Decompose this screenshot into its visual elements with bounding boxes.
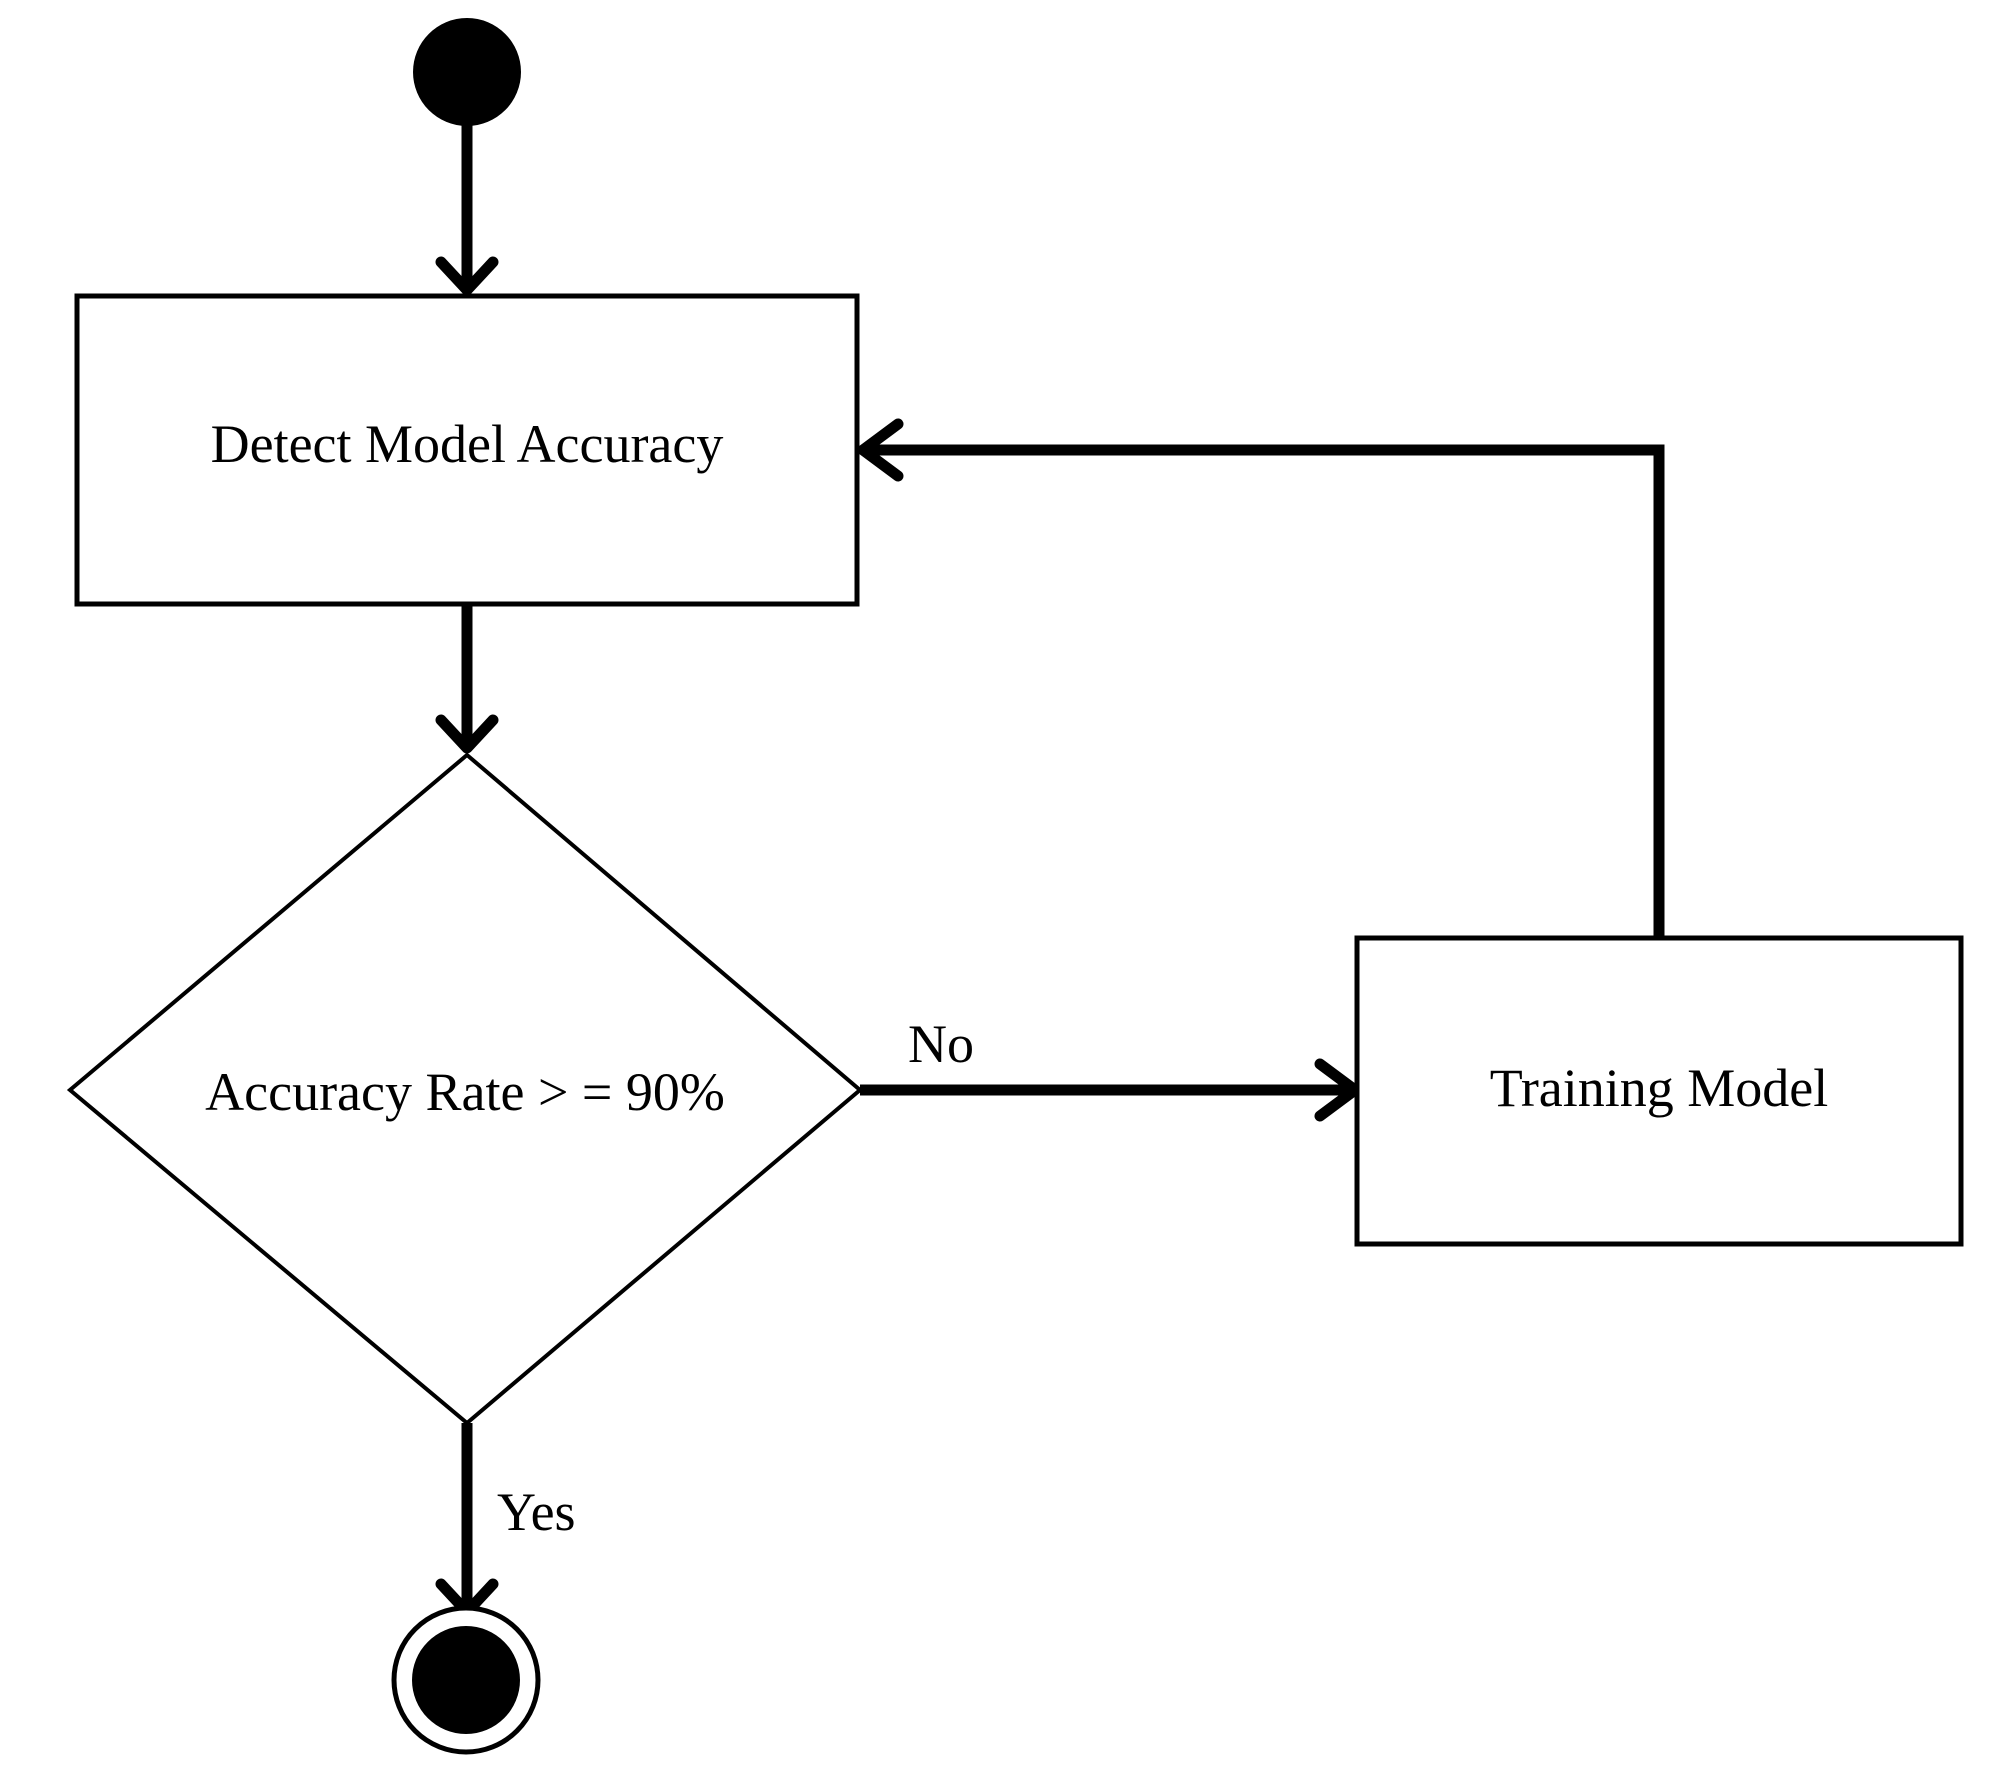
initial-node <box>413 18 521 126</box>
edge-decision-to-training: No <box>860 1014 1361 1122</box>
edge-start-to-detect <box>435 125 499 296</box>
training-model-label: Training Model <box>1490 1058 1829 1118</box>
edge-label-no: No <box>908 1014 974 1074</box>
accuracy-rate-label: Accuracy Rate > = 90% <box>205 1062 725 1122</box>
action-training-model: Training Model <box>1354 935 1964 1247</box>
edge-decision-to-end: Yes <box>435 1423 576 1618</box>
edge-label-yes: Yes <box>497 1482 576 1542</box>
edge-detect-to-decision <box>435 604 499 754</box>
edge-training-to-detect <box>857 418 1665 938</box>
detect-model-accuracy-label: Detect Model Accuracy <box>211 414 724 474</box>
action-detect-model-accuracy: Detect Model Accuracy <box>74 293 860 607</box>
final-node <box>391 1605 541 1755</box>
decision-accuracy-rate: Accuracy Rate > = 90% <box>66 752 864 1426</box>
